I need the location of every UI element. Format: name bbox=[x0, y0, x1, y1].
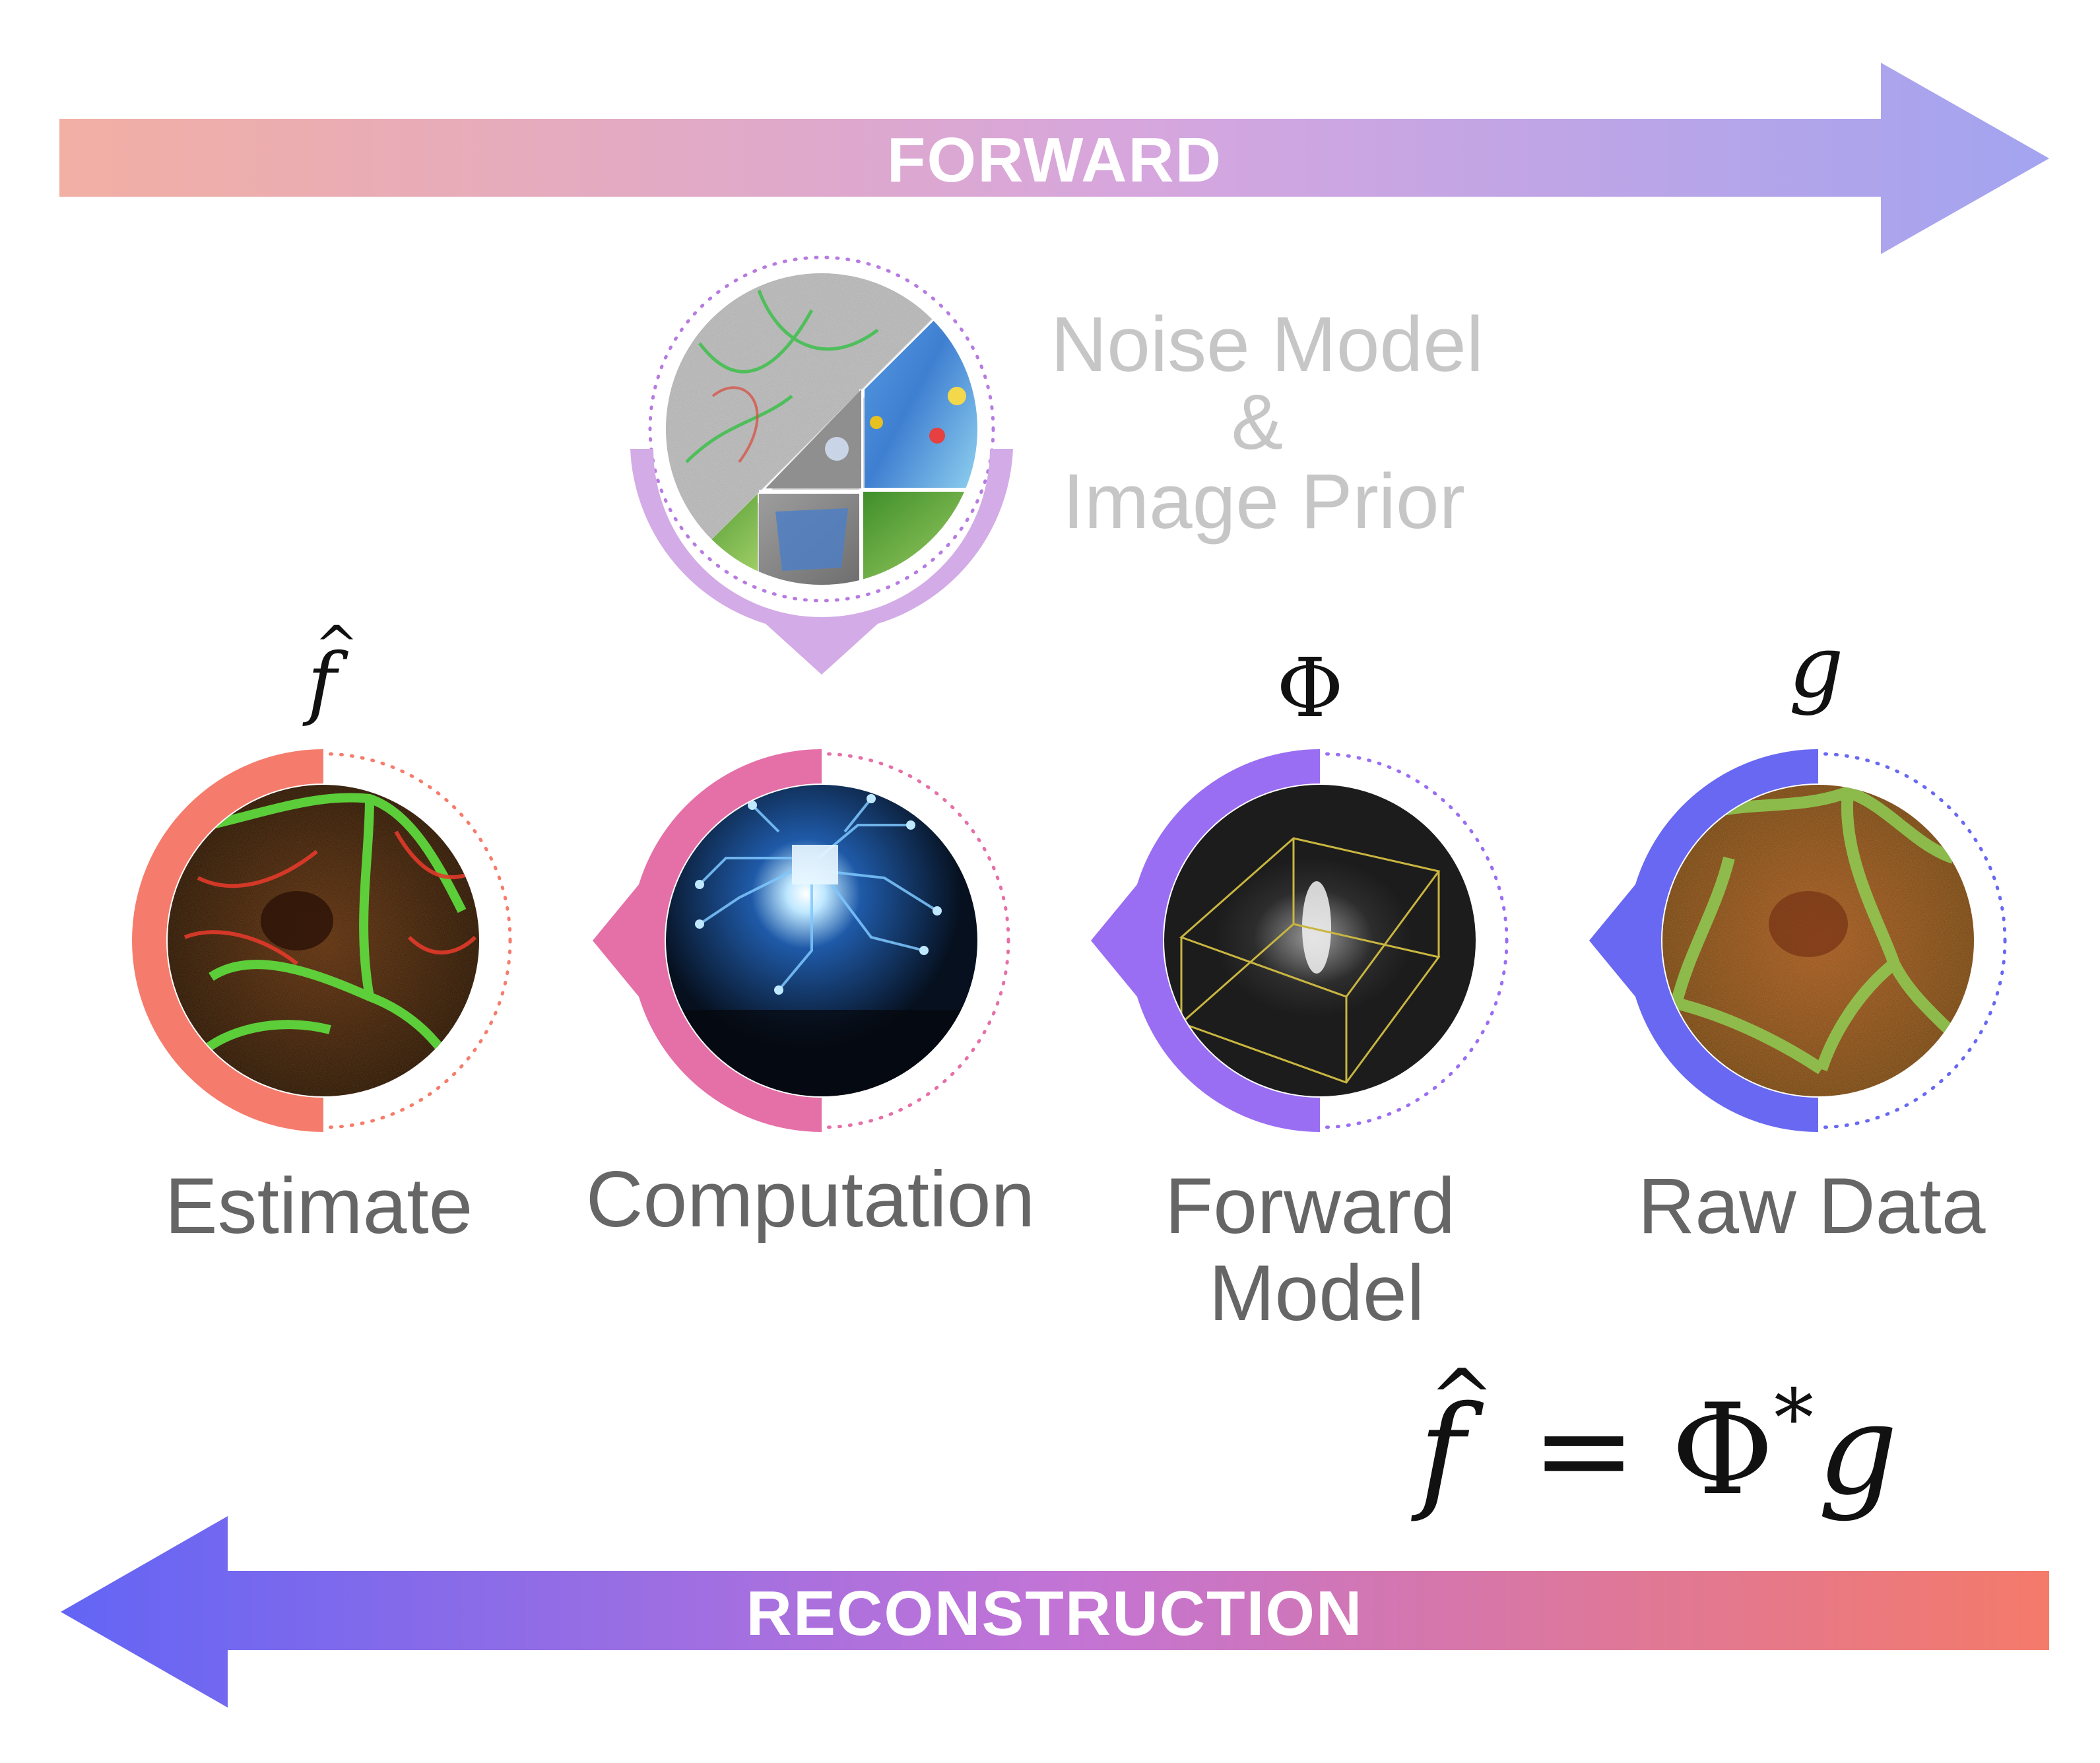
reconstruction-label: RECONSTRUCTION bbox=[746, 1578, 1363, 1649]
forward-model-ring bbox=[1091, 749, 1320, 1132]
estimate-label: Estimate bbox=[165, 1162, 473, 1250]
equation-star: * bbox=[1774, 1373, 1814, 1465]
prior-dotted-ring bbox=[648, 255, 995, 603]
forward-arrow bbox=[59, 63, 2049, 254]
equation-operator: Φ bbox=[1671, 1377, 1774, 1523]
raw-data-symbol: g bbox=[1788, 616, 1843, 717]
prior-line-2: & bbox=[1231, 379, 1284, 466]
raw-data-dotted-ring bbox=[1629, 752, 2007, 1129]
forward-model-dotted-ring bbox=[1131, 752, 1509, 1129]
stage-estimate: f ^ Estimate bbox=[132, 615, 512, 1250]
forward-banner: FORWARD bbox=[59, 63, 2049, 254]
prior-line-1: Noise Model bbox=[1051, 301, 1484, 388]
equation-equals: = bbox=[1531, 1377, 1636, 1523]
point-spread-function-image bbox=[1164, 785, 1476, 1096]
stage-forward-model: Φ Forward Model bbox=[1091, 641, 1509, 1337]
estimate-symbol-hat: ^ bbox=[314, 615, 358, 676]
rendered-volume-panel bbox=[766, 389, 861, 488]
noise-prior-node: Noise Model & Image Prior bbox=[630, 255, 1484, 675]
forward-model-symbol: Φ bbox=[1276, 641, 1344, 736]
computation-label: Computation bbox=[586, 1155, 1035, 1244]
noisy-cell-image bbox=[1662, 785, 1974, 1096]
stage-computation: Computation bbox=[586, 749, 1035, 1244]
forward-label: FORWARD bbox=[887, 125, 1222, 195]
reconstruction-equation: f ^ = Φ * g bbox=[1411, 1353, 1898, 1525]
estimate-ring bbox=[132, 749, 323, 1132]
reconstruction-arrow bbox=[61, 1516, 2049, 1708]
equation-lhs-hat: ^ bbox=[1429, 1353, 1495, 1445]
mesh-panel bbox=[759, 494, 859, 585]
circuit-brain-image bbox=[666, 785, 977, 1096]
prior-ring-lower bbox=[630, 449, 1013, 675]
stage-raw-data: g Raw Data bbox=[1589, 616, 2007, 1250]
estimate-dotted-ring bbox=[135, 752, 512, 1129]
cell-microscopy-image bbox=[168, 785, 479, 1096]
raw-data-ring bbox=[1589, 749, 1818, 1132]
computation-ring bbox=[593, 749, 822, 1132]
noisy-cell-panel bbox=[666, 273, 977, 585]
computation-dotted-ring bbox=[633, 752, 1010, 1129]
raw-data-label: Raw Data bbox=[1638, 1162, 1986, 1250]
equation-rhs: g bbox=[1818, 1377, 1898, 1523]
forward-model-label-line-2: Model bbox=[1209, 1249, 1425, 1337]
forward-model-label-line-1: Forward bbox=[1165, 1162, 1455, 1250]
prior-line-3: Image Prior bbox=[1063, 458, 1465, 545]
reconstruction-banner: RECONSTRUCTION bbox=[61, 1516, 2049, 1708]
